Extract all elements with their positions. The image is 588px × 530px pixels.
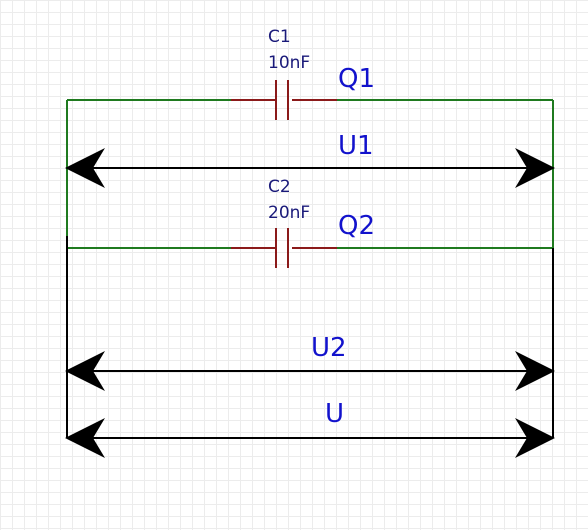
capacitor-c2-symbol[interactable] bbox=[231, 228, 337, 268]
c2-value-label: 20nF bbox=[268, 203, 310, 223]
u2-voltage-label: U2 bbox=[311, 333, 347, 363]
u1-voltage-label: U1 bbox=[338, 131, 374, 161]
circuit-wires bbox=[66, 99, 554, 249]
q2-charge-label: Q2 bbox=[338, 211, 375, 241]
extension-lines bbox=[66, 236, 554, 438]
u-total-voltage-label: U bbox=[325, 399, 344, 429]
capacitor-c1-symbol[interactable] bbox=[231, 80, 337, 120]
q1-charge-label: Q1 bbox=[338, 64, 375, 94]
c2-ref-label: C2 bbox=[268, 177, 291, 197]
c1-ref-label: C1 bbox=[268, 27, 291, 47]
c1-value-label: 10nF bbox=[268, 53, 310, 73]
